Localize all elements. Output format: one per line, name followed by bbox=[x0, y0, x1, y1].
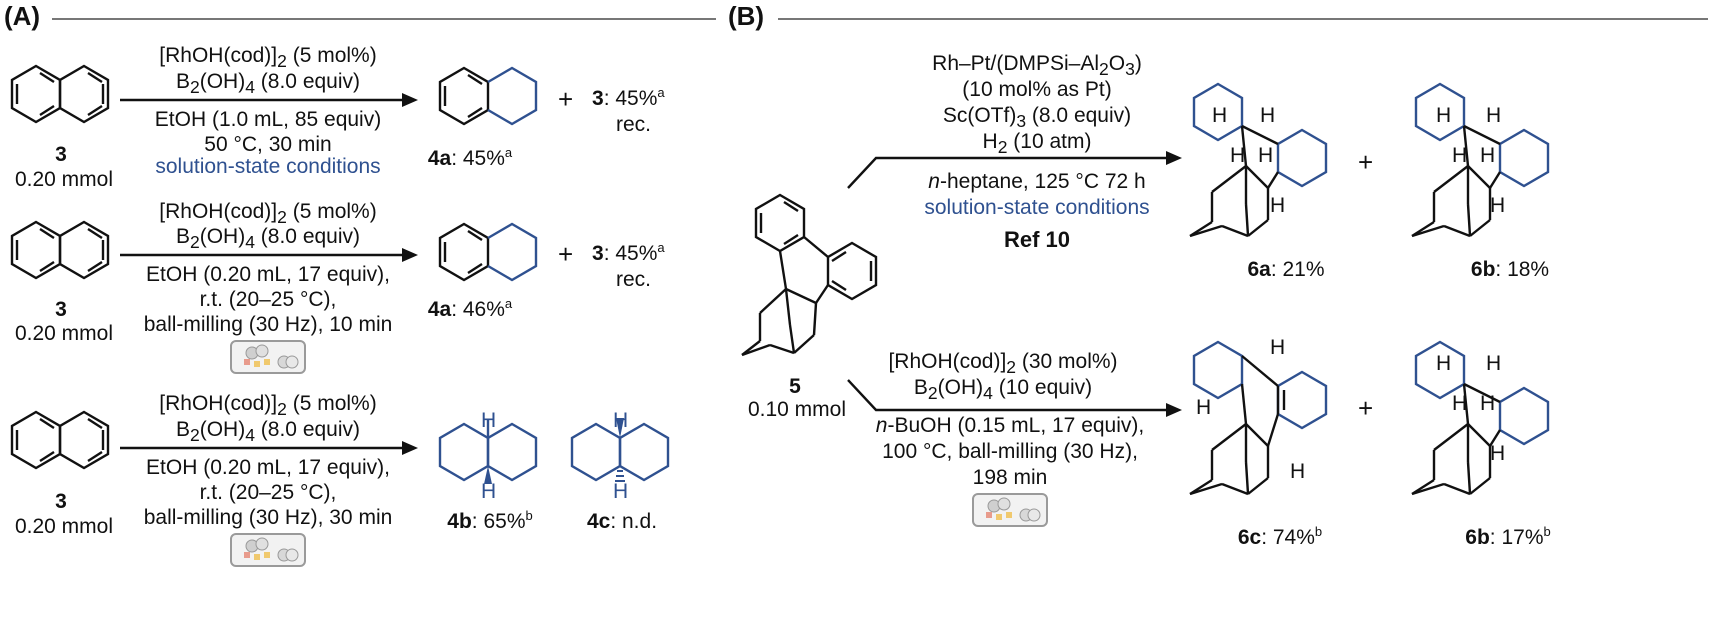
condition-reagent: B2(OH)4 (8.0 equiv) bbox=[175, 418, 361, 446]
hydrogen-label: H bbox=[1270, 336, 1286, 359]
substrate-number: 5 bbox=[789, 375, 801, 398]
condition-solvent: n-heptane, 125 °C 72 h bbox=[928, 170, 1146, 193]
product-label: 4b: 65%b bbox=[447, 508, 533, 533]
plus-sign: + bbox=[558, 239, 574, 269]
ball-mill-jar-icon bbox=[972, 493, 1048, 527]
condition-note: solution-state conditions bbox=[155, 155, 381, 178]
condition-temp: r.t. (20–25 °C), bbox=[199, 288, 337, 311]
condition-solvent: EtOH (1.0 mL, 85 equiv) bbox=[154, 108, 382, 131]
hydrogen-label: H bbox=[613, 409, 629, 432]
plus-sign: + bbox=[558, 84, 574, 114]
condition-reagent: B2(OH)4 (8.0 equiv) bbox=[175, 225, 361, 253]
condition-catalyst: Rh–Pt/(DMPSi–Al2O3) bbox=[932, 52, 1142, 80]
panel-b-rule bbox=[778, 18, 1708, 20]
condition-additive: Sc(OTf)3 (8.0 equiv) bbox=[942, 104, 1132, 132]
hydrogen-label: H bbox=[1452, 144, 1468, 167]
naphthalene-structure bbox=[10, 410, 110, 470]
condition-temp-time: 50 °C, 30 min bbox=[204, 133, 332, 156]
panel-a-rule bbox=[52, 18, 716, 20]
condition-solvent: EtOH (0.20 mL, 17 equiv), bbox=[146, 456, 390, 479]
product-label: 6b: 18% bbox=[1470, 258, 1550, 281]
reaction-arrow bbox=[847, 151, 1182, 189]
hydrogen-label: H bbox=[481, 409, 497, 432]
hydrogen-label: H bbox=[1486, 104, 1502, 127]
condition-solvent: n-BuOH (0.15 mL, 17 equiv), bbox=[875, 414, 1145, 437]
hydrogen-label: H bbox=[1452, 392, 1468, 415]
plus-sign: + bbox=[1358, 393, 1374, 423]
condition-catalyst: [RhOH(cod)]2 (5 mol%) bbox=[159, 44, 377, 72]
trans-decalin-structure bbox=[570, 418, 670, 482]
hydrogen-label: H bbox=[1436, 104, 1452, 127]
hydrogen-label: H bbox=[1490, 442, 1506, 465]
product-label: 4a: 46%a bbox=[427, 296, 513, 321]
hydrogen-label: H bbox=[1258, 144, 1274, 167]
hydrogen-label: H bbox=[1260, 104, 1276, 127]
condition-temp: r.t. (20–25 °C), bbox=[199, 481, 337, 504]
condition-reagent: B2(OH)4 (8.0 equiv) bbox=[175, 70, 361, 98]
panel-b-label: (B) bbox=[728, 1, 765, 31]
recovered-label: 3: 45%a bbox=[592, 85, 665, 110]
reference-label: Ref 10 bbox=[1003, 227, 1071, 252]
substrate-5-structure bbox=[741, 193, 878, 357]
substrate-amount: 0.20 mmol bbox=[14, 322, 114, 345]
condition-loading: (10 mol% as Pt) bbox=[962, 78, 1112, 101]
condition-pressure: H2 (10 atm) bbox=[982, 130, 1092, 158]
condition-catalyst: [RhOH(cod)]2 (5 mol%) bbox=[159, 200, 377, 228]
naphthalene-structure bbox=[10, 220, 110, 280]
ball-mill-jar-icon bbox=[230, 533, 306, 567]
condition-note: solution-state conditions bbox=[924, 196, 1150, 219]
substrate-amount: 0.20 mmol bbox=[14, 515, 114, 538]
hydrogen-label: H bbox=[1480, 144, 1496, 167]
product-label: 4c: n.d. bbox=[586, 510, 658, 533]
cis-decalin-structure bbox=[438, 420, 538, 484]
reaction-arrow bbox=[847, 379, 1182, 417]
tetralin-structure bbox=[438, 66, 538, 126]
product-6c-structure bbox=[1189, 340, 1328, 496]
hydrogen-label: H bbox=[1196, 396, 1212, 419]
condition-catalyst: [RhOH(cod)]2 (30 mol%) bbox=[888, 350, 1118, 378]
condition-milling: 100 °C, ball-milling (30 Hz), bbox=[882, 440, 1138, 463]
condition-milling: ball-milling (30 Hz), 30 min bbox=[143, 506, 393, 529]
substrate-number: 3 bbox=[55, 143, 67, 166]
hydrogen-label: H bbox=[1436, 352, 1452, 375]
product-6b-structure bbox=[1411, 340, 1550, 496]
condition-solvent: EtOH (0.20 mL, 17 equiv), bbox=[146, 263, 390, 286]
hydrogen-label: H bbox=[1230, 144, 1246, 167]
ball-mill-jar-icon bbox=[230, 340, 306, 374]
condition-milling: ball-milling (30 Hz), 10 min bbox=[143, 313, 393, 336]
tetralin-structure bbox=[438, 222, 538, 282]
product-label: 6a: 21% bbox=[1247, 258, 1325, 281]
hydrogen-label: H bbox=[1480, 392, 1496, 415]
plus-sign: + bbox=[1358, 147, 1374, 177]
product-label: 6c: 74%b bbox=[1237, 524, 1323, 549]
recovered-text: rec. bbox=[616, 268, 652, 291]
product-6a-structure bbox=[1189, 82, 1328, 238]
substrate-number: 3 bbox=[55, 298, 67, 321]
hydrogen-label: H bbox=[1490, 194, 1506, 217]
substrate-amount: 0.10 mmol bbox=[747, 398, 847, 421]
reaction-arrow bbox=[120, 441, 418, 455]
hydrogen-label: H bbox=[613, 480, 629, 503]
hydrogen-label: H bbox=[481, 480, 497, 503]
substrate-number: 3 bbox=[55, 490, 67, 513]
reaction-arrow bbox=[120, 248, 418, 262]
naphthalene-structure bbox=[10, 64, 110, 124]
hydrogen-label: H bbox=[1270, 194, 1286, 217]
product-label: 6b: 17%b bbox=[1465, 524, 1551, 549]
hydrogen-label: H bbox=[1290, 460, 1306, 483]
panel-a-label: (A) bbox=[4, 1, 41, 31]
product-label: 4a: 45%a bbox=[427, 145, 513, 170]
hydrogen-label: H bbox=[1486, 352, 1502, 375]
recovered-label: 3: 45%a bbox=[592, 240, 665, 265]
product-6b-structure bbox=[1411, 82, 1550, 238]
recovered-text: rec. bbox=[616, 113, 652, 136]
condition-reagent: B2(OH)4 (10 equiv) bbox=[913, 376, 1093, 404]
hydrogen-label: H bbox=[1212, 104, 1228, 127]
reaction-arrow bbox=[120, 93, 418, 107]
substrate-amount: 0.20 mmol bbox=[14, 168, 114, 191]
condition-time: 198 min bbox=[972, 466, 1048, 489]
condition-catalyst: [RhOH(cod)]2 (5 mol%) bbox=[159, 392, 377, 420]
